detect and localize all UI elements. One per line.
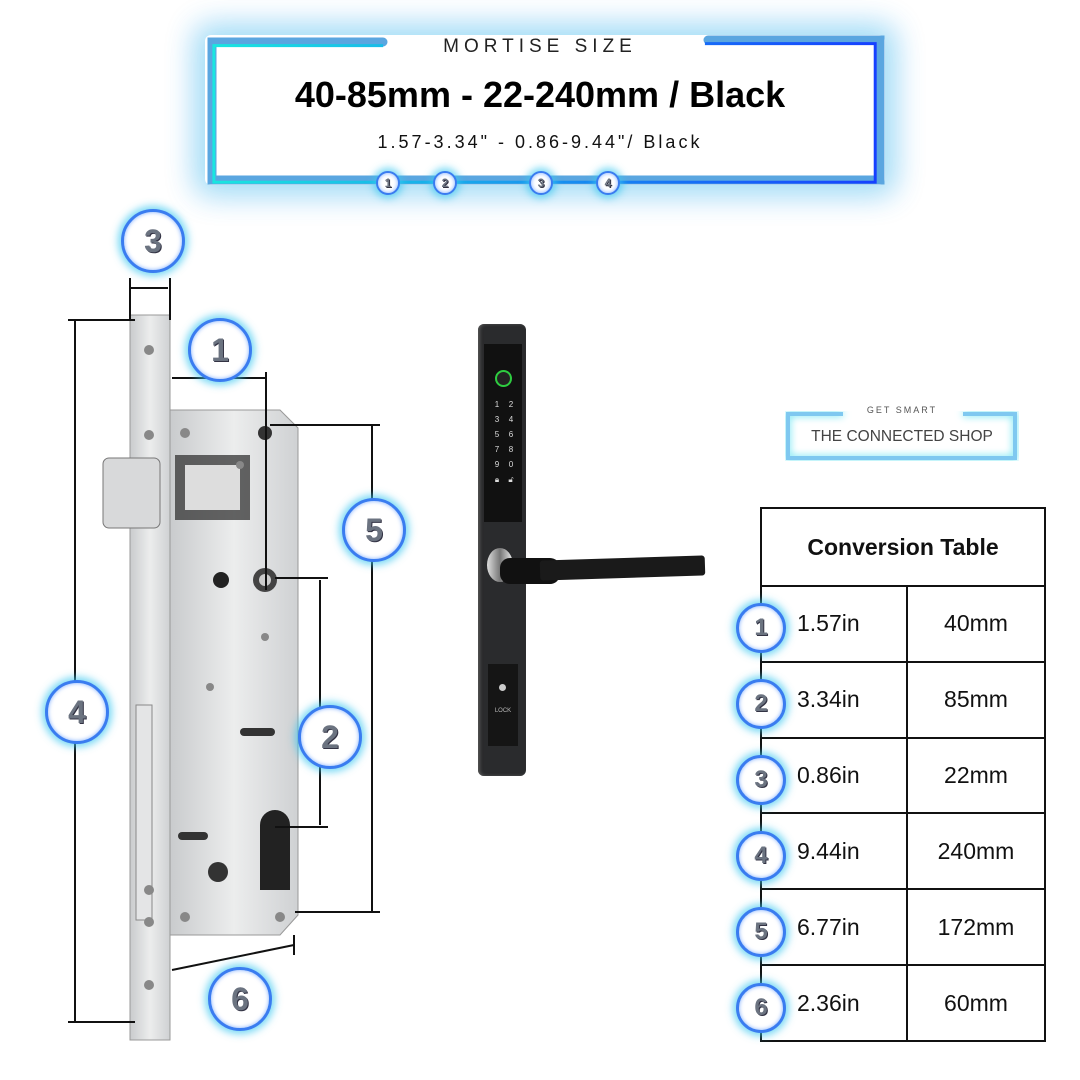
- brand-logo-frame: [786, 412, 1017, 460]
- header-label: MORTISE SIZE: [443, 36, 637, 57]
- table-row-badge-6: 6: [736, 983, 786, 1033]
- fingerprint-sensor-icon: [495, 370, 512, 387]
- key: 9: [494, 460, 500, 469]
- logo-name: THE CONNECTED SHOP: [811, 428, 993, 445]
- lock-body: [102, 314, 299, 1041]
- dimension-badge-6: 6: [208, 967, 272, 1031]
- key: 0: [508, 460, 514, 469]
- header-subtitle-inches: 1.57-3.34" - 0.86-9.44"/ Black: [377, 132, 703, 152]
- mortise-lock-diagram: [68, 278, 380, 1041]
- table-row-badge-4: 4: [736, 831, 786, 881]
- key-cover: LOCK: [488, 664, 518, 746]
- key: 7: [494, 445, 500, 454]
- dimension-badge-2: 2: [298, 705, 362, 769]
- header-marker-4: 4: [596, 171, 620, 195]
- dimension-badge-1: 1: [188, 318, 252, 382]
- table-row-badge-1: 1: [736, 603, 786, 653]
- header-marker-2: 2: [433, 171, 457, 195]
- mm-cell: 60mm: [906, 964, 1046, 1042]
- mm-cell: 172mm: [906, 888, 1046, 967]
- unlock-key-icon: 🔓︎: [508, 475, 514, 484]
- lock-label: LOCK: [494, 708, 512, 714]
- dimension-badge-3: 3: [121, 209, 185, 273]
- key: 1: [494, 400, 500, 409]
- key: 6: [508, 430, 514, 439]
- logo-tagline: GET SMART: [866, 405, 938, 415]
- key: 3: [494, 415, 500, 424]
- mm-cell: 22mm: [906, 736, 1046, 815]
- handle-lever: [539, 555, 706, 581]
- table-row-badge-2: 2: [736, 679, 786, 729]
- header-marker-1: 1: [376, 171, 400, 195]
- mm-cell: 240mm: [906, 812, 1046, 891]
- table-row-badge-5: 5: [736, 907, 786, 957]
- mm-cell: 40mm: [906, 585, 1046, 663]
- keyhole-icon: [499, 684, 506, 691]
- lock-key-icon: 🔒︎: [494, 475, 500, 484]
- dimension-badge-4: 4: [45, 680, 109, 744]
- dimension-badge-5: 5: [342, 498, 406, 562]
- key: 5: [494, 430, 500, 439]
- key: 4: [508, 415, 514, 424]
- mm-cell: 85mm: [906, 660, 1046, 739]
- key: 8: [508, 445, 514, 454]
- key: 2: [508, 400, 514, 409]
- table-title: Conversion Table: [760, 507, 1046, 587]
- header-marker-3: 3: [529, 171, 553, 195]
- table-row-badge-3: 3: [736, 755, 786, 805]
- header-title: 40-85mm - 22-240mm / Black: [294, 74, 786, 115]
